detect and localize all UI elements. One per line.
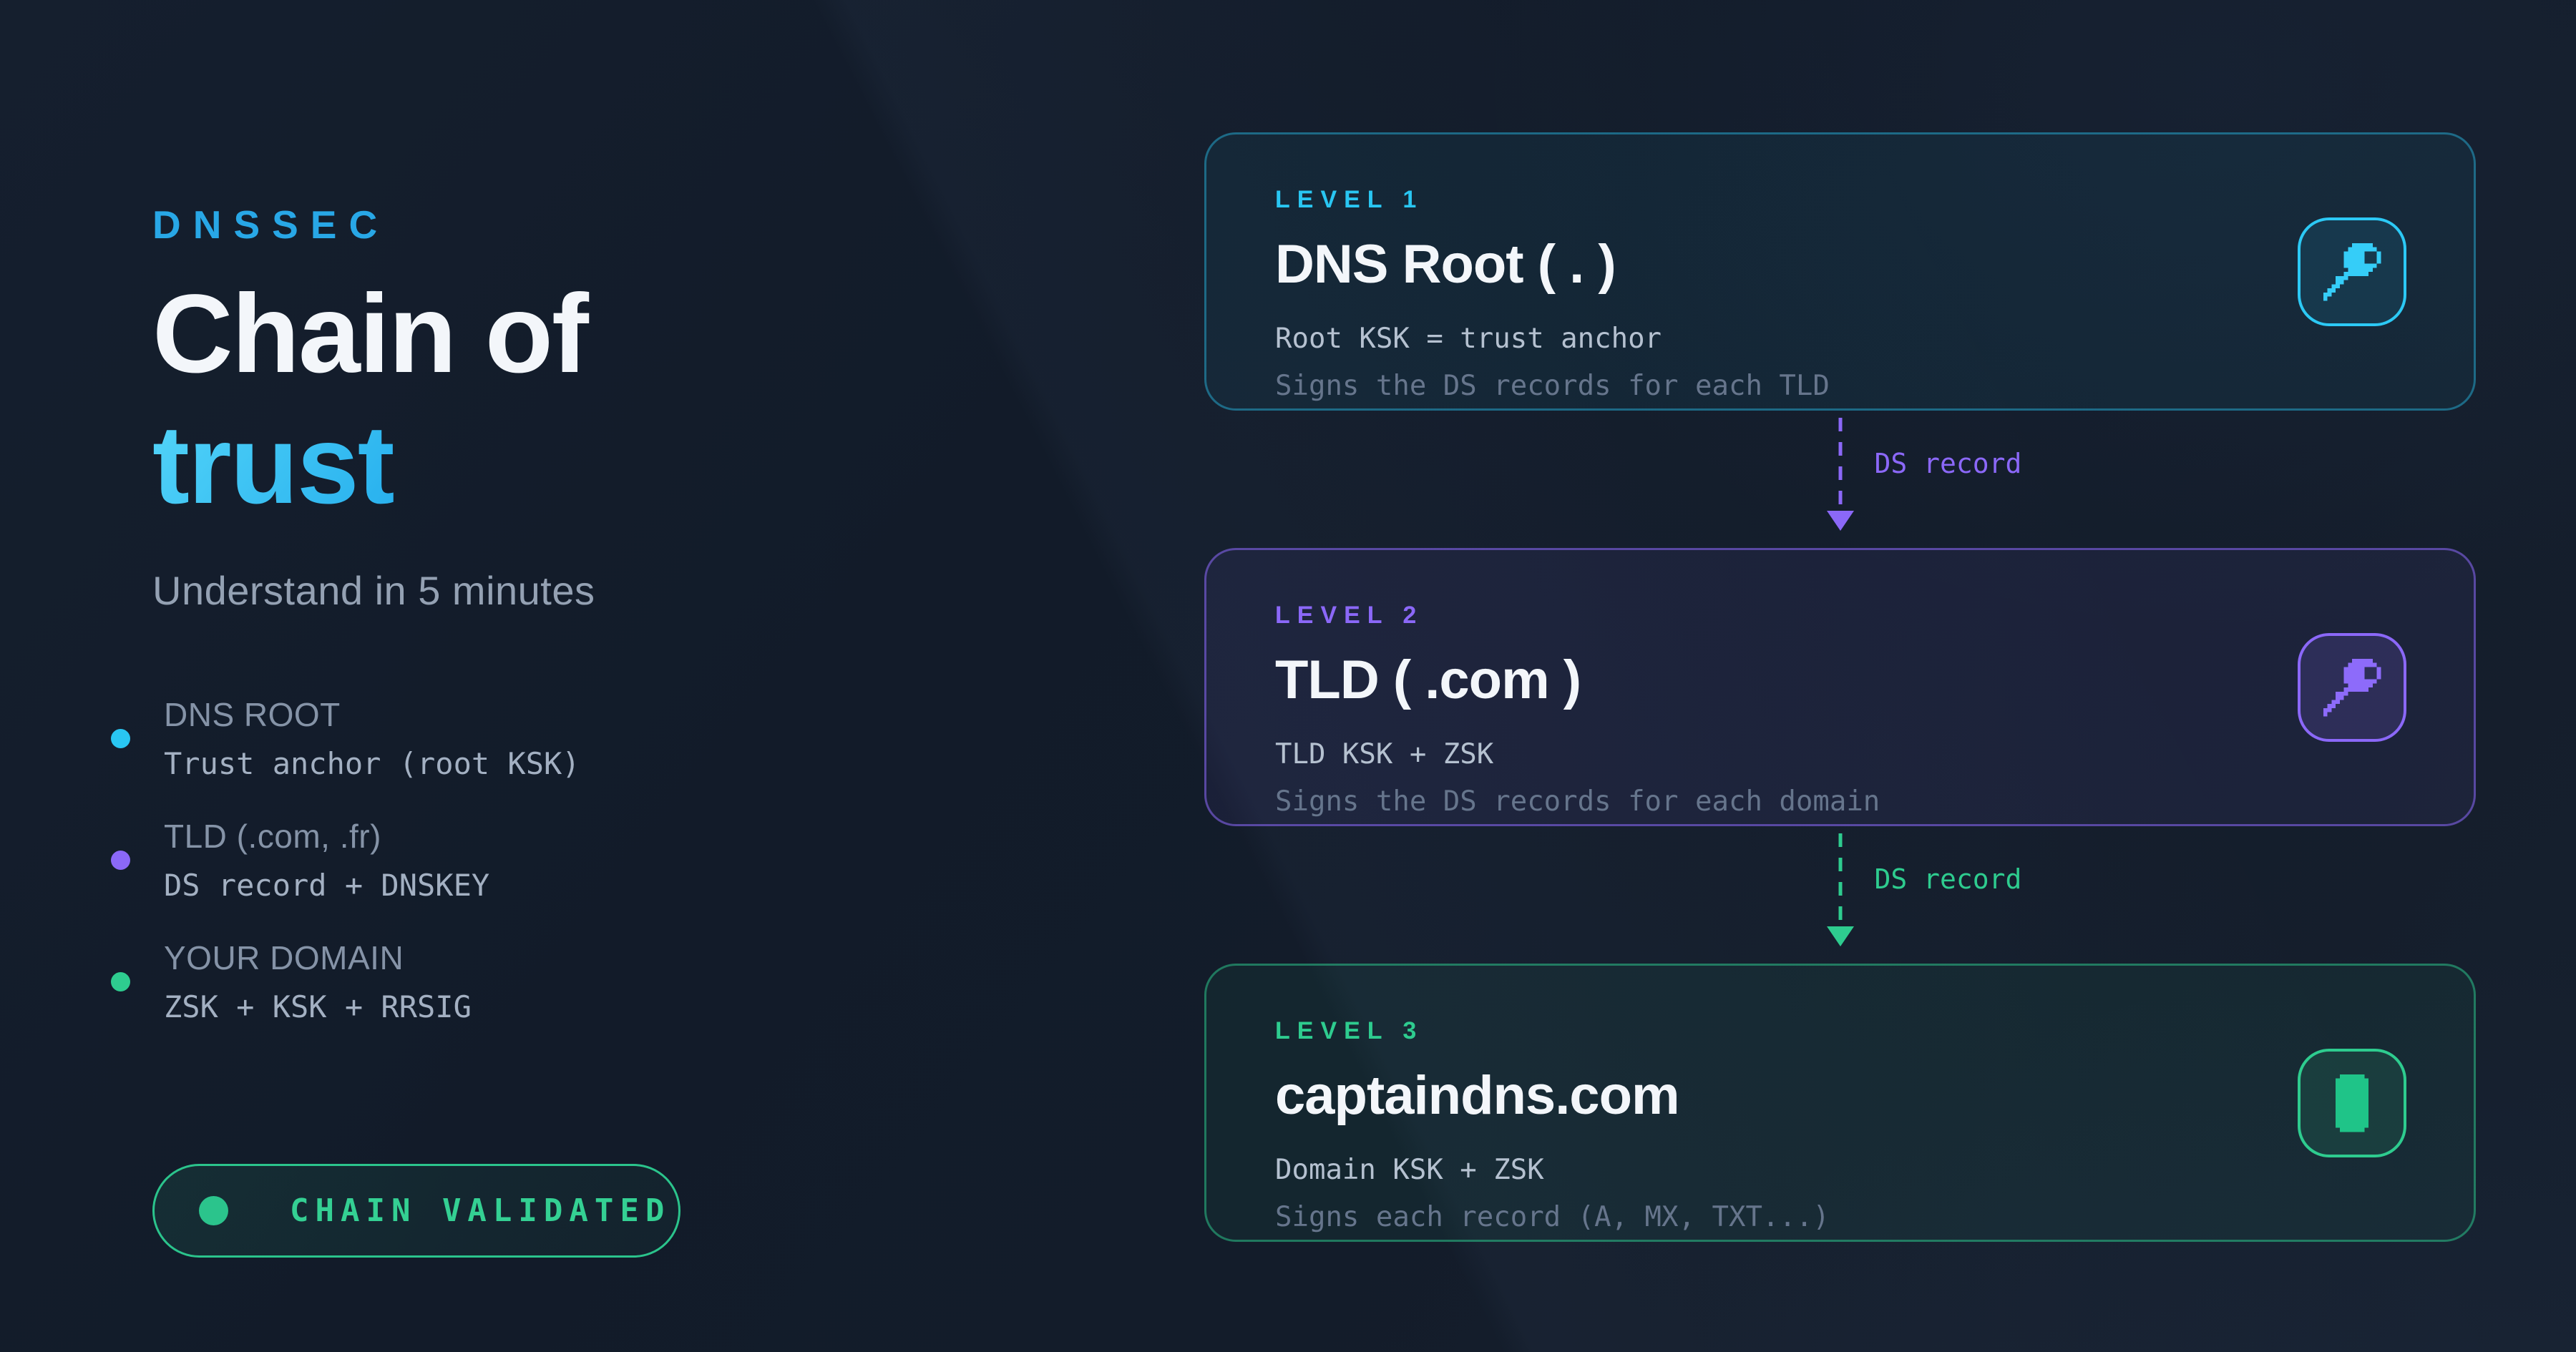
level-2-kicker: LEVEL 2 [1275, 602, 1424, 629]
legend-item-your-domain: YOUR DOMAIN ZSK + KSK + RRSIG [111, 939, 580, 1024]
legend-item-detail: Trust anchor (root KSK) [164, 746, 580, 781]
key-icon [2323, 243, 2381, 300]
level-1-line2: Signs the DS records for each TLD [1275, 370, 1830, 402]
level-3-icon-tile [2298, 1048, 2406, 1157]
level-3-kicker: LEVEL 3 [1275, 1017, 1424, 1044]
bullet-dot-cyan-icon [111, 728, 130, 748]
legend-item-label: TLD (.com, .fr) [164, 818, 381, 855]
page-subtitle: Understand in 5 minutes [152, 568, 595, 613]
level-3-line2: Signs each record (A, MX, TXT...) [1275, 1201, 1830, 1233]
legend-item-detail: DS record + DNSKEY [164, 868, 490, 903]
page-title-line2: trust [152, 400, 587, 531]
level-1-icon-tile [2298, 217, 2406, 326]
chain-validated-label: CHAIN VALIDATED [290, 1192, 671, 1229]
legend-item-detail: ZSK + KSK + RRSIG [164, 989, 472, 1024]
level-2-icon-tile [2298, 632, 2406, 742]
level-1-line1: Root KSK = trust anchor [1275, 323, 1662, 355]
page-title-line1: Chain of [152, 272, 589, 396]
dashed-arrow-line [1838, 833, 1842, 924]
arrow-head-icon [1826, 926, 1854, 946]
level-2-card: LEVEL 2 TLD ( .com ) TLD KSK + ZSK Signs… [1204, 548, 2476, 826]
level-3-card: LEVEL 3 captaindns.com Domain KSK + ZSK … [1204, 964, 2476, 1242]
bullet-dot-purple-icon [111, 850, 130, 870]
legend-item-label: YOUR DOMAIN [164, 939, 404, 976]
level-3-line1: Domain KSK + ZSK [1275, 1154, 1544, 1186]
level-3-title: captaindns.com [1275, 1065, 1680, 1126]
block-icon [2336, 1074, 2368, 1132]
kicker-label: DNSSEC [152, 202, 390, 247]
legend-item-dns-root: DNS ROOT Trust anchor (root KSK) [111, 695, 580, 781]
chain-diagram: LEVEL 1 DNS Root ( . ) Root KSK = trust … [1204, 132, 2476, 1242]
status-dot-icon [199, 1196, 228, 1225]
connector-tld-to-domain: DS record [1204, 826, 2476, 964]
arrow-head-icon [1826, 511, 1854, 531]
key-icon [2323, 658, 2381, 716]
level-2-line1: TLD KSK + ZSK [1275, 738, 1494, 770]
level-1-kicker: LEVEL 1 [1275, 186, 1424, 213]
chain-validated-badge: CHAIN VALIDATED [152, 1164, 680, 1258]
dashed-arrow-line [1838, 418, 1842, 508]
level-1-title: DNS Root ( . ) [1275, 234, 1616, 295]
connector-label: DS record [1874, 448, 2022, 479]
connector-label: DS record [1874, 863, 2022, 895]
legend-list: DNS ROOT Trust anchor (root KSK) TLD (.c… [111, 695, 580, 1060]
level-2-title: TLD ( .com ) [1275, 650, 1581, 710]
legend-item-label: DNS ROOT [164, 696, 341, 733]
legend-item-tld: TLD (.com, .fr) DS record + DNSKEY [111, 817, 580, 903]
bullet-dot-green-icon [111, 971, 130, 991]
connector-root-to-tld: DS record [1204, 411, 2476, 548]
level-1-card: LEVEL 1 DNS Root ( . ) Root KSK = trust … [1204, 132, 2476, 411]
level-2-line2: Signs the DS records for each domain [1275, 785, 1880, 818]
